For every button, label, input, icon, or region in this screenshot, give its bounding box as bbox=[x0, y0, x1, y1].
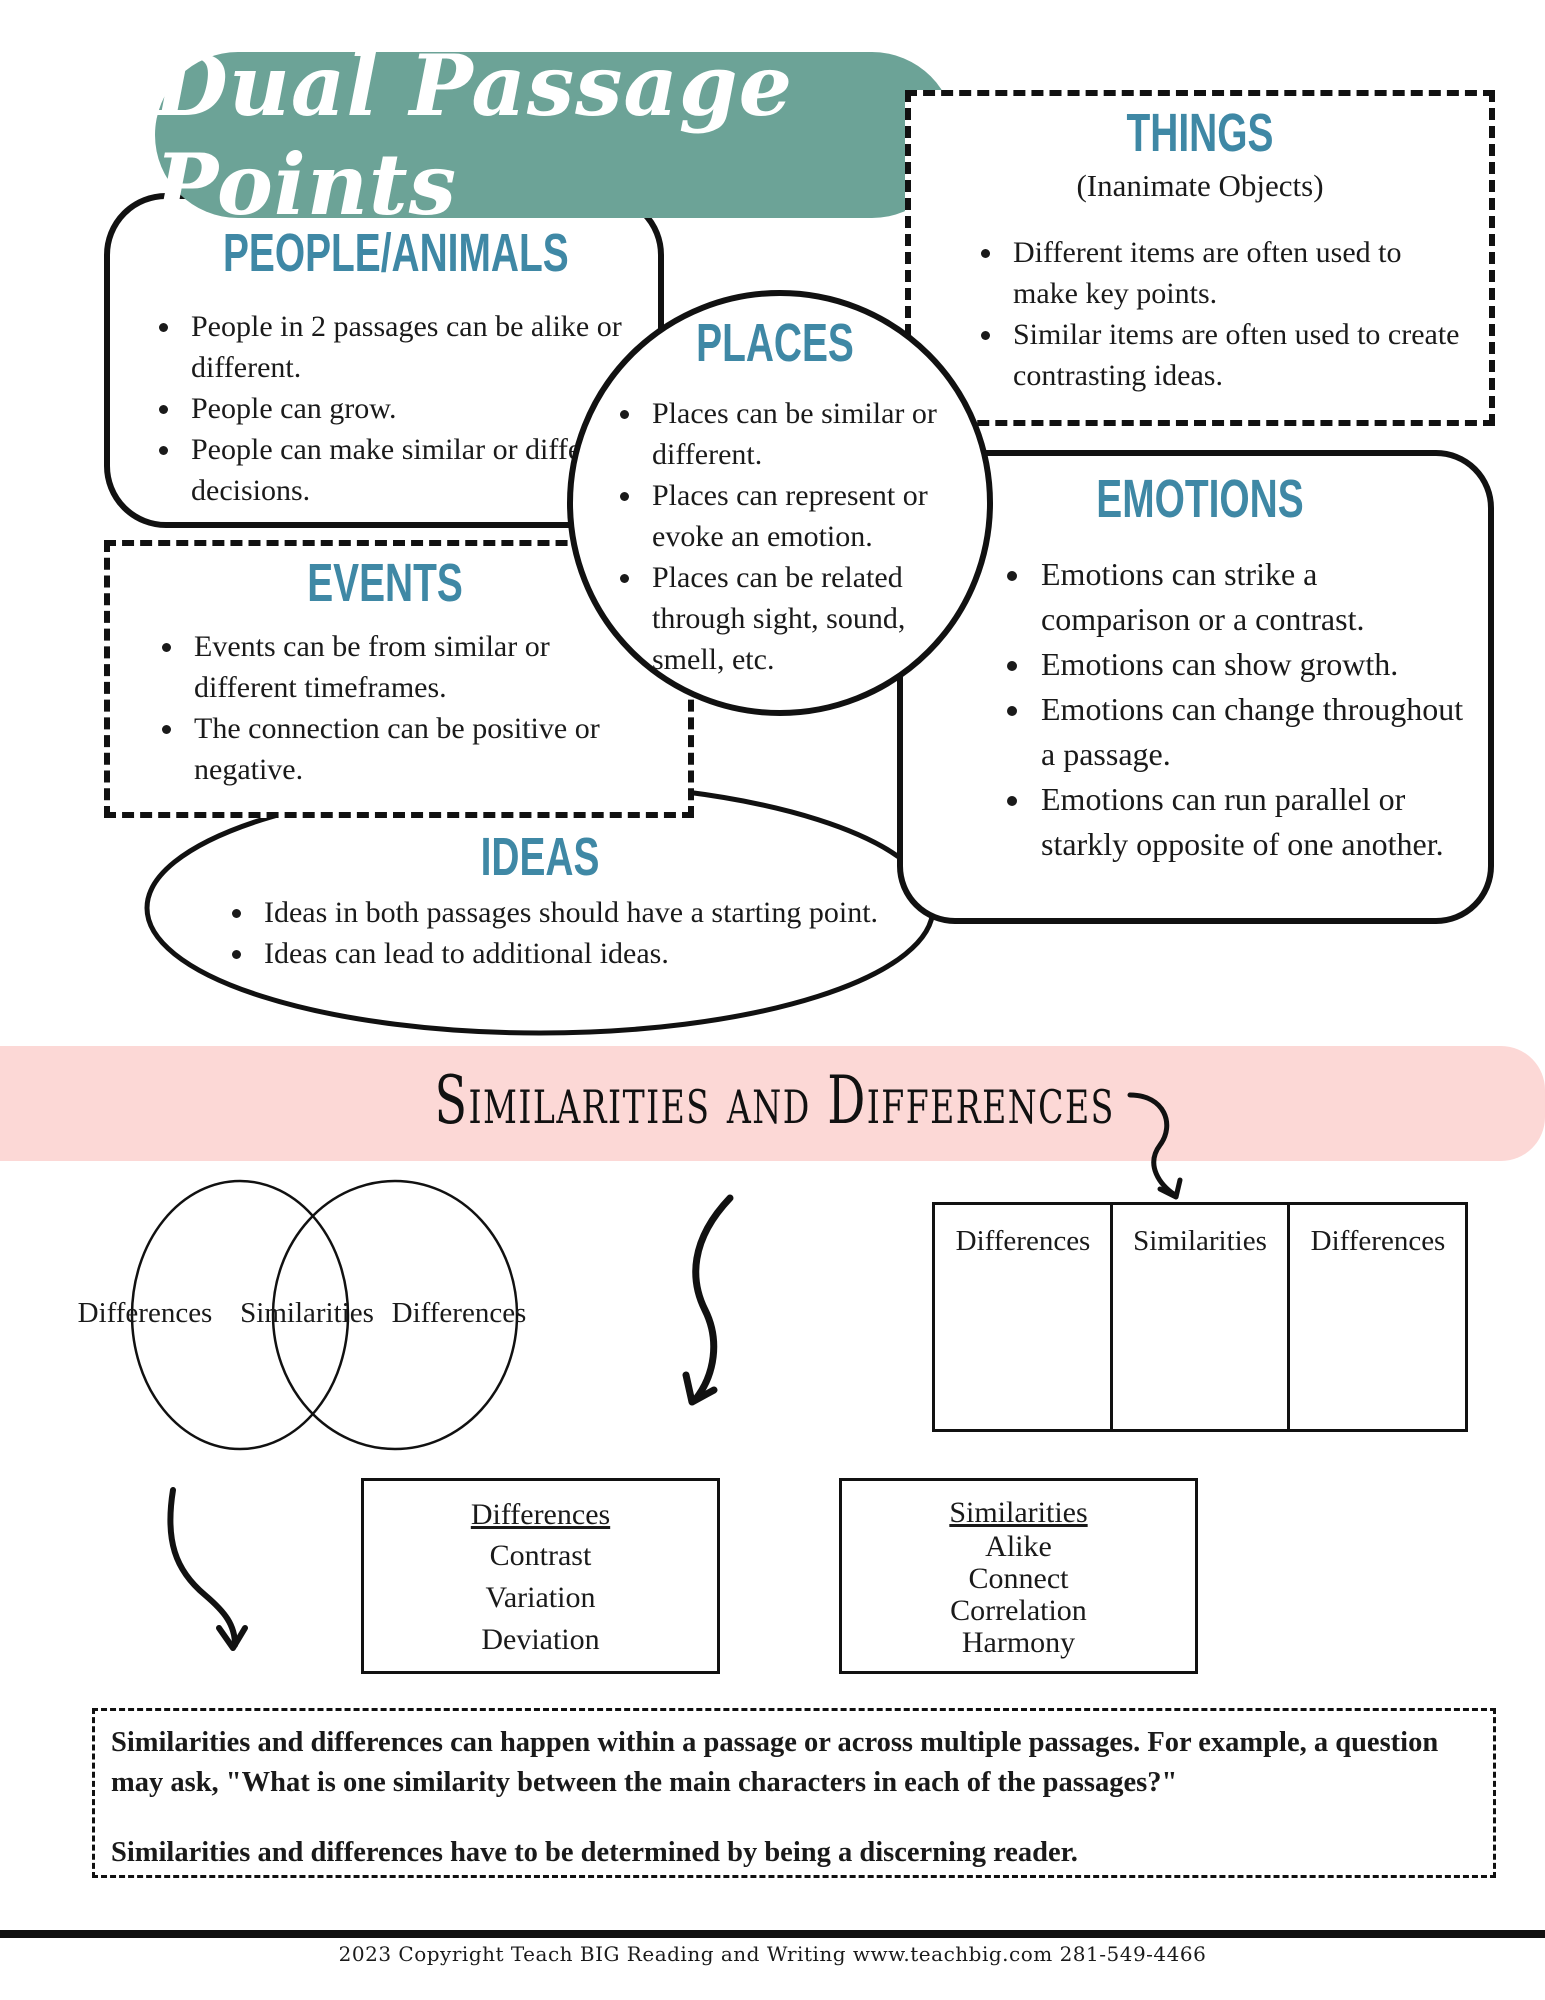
differences-word: Contrast bbox=[489, 1539, 592, 1572]
list-item: Emotions can strike a comparison or a co… bbox=[1033, 552, 1465, 642]
similarities-word: Connect bbox=[968, 1562, 1069, 1595]
people-heading: PEOPLE/ANIMALS bbox=[223, 223, 569, 283]
things-heading: THINGS bbox=[1126, 103, 1274, 163]
emotions-points: Emotions can strike a comparison or a co… bbox=[995, 552, 1465, 867]
note-box: Similarities and differences can happen … bbox=[92, 1708, 1496, 1878]
title-banner: Dual Passage Points bbox=[155, 36, 955, 234]
differences-title: Differences bbox=[470, 1498, 611, 1531]
things-subheading: (Inanimate Objects) bbox=[1076, 168, 1324, 203]
ideas-heading: IDEAS bbox=[480, 827, 600, 887]
places-circle bbox=[567, 290, 993, 716]
list-item: Emotions can change throughout a passage… bbox=[1033, 687, 1465, 777]
list-item: Ideas can lead to additional ideas. bbox=[256, 933, 918, 974]
list-item: Ideas in both passages should have a sta… bbox=[256, 892, 918, 933]
venn-middle-label: Similarities bbox=[240, 1297, 374, 1329]
list-item: People can grow. bbox=[183, 388, 645, 429]
venn-right-label: Differences bbox=[391, 1297, 527, 1329]
differences-box: Differences Contrast Variation Deviation bbox=[361, 1478, 720, 1674]
venn-diagram bbox=[130, 1179, 519, 1451]
section-title: Similarities and Differences bbox=[434, 1062, 1115, 1139]
column-middle-label: Similarities bbox=[1133, 1225, 1267, 1257]
events-points: Events can be from similar or different … bbox=[148, 626, 648, 790]
similarities-title: Similarities bbox=[949, 1496, 1088, 1529]
list-item: Different items are often used to make k… bbox=[1005, 232, 1467, 314]
column-left bbox=[935, 1205, 1113, 1429]
venn-left-label: Differences bbox=[77, 1297, 213, 1329]
places-heading: PLACES bbox=[696, 313, 854, 373]
places-points: Places can be similar or different. Plac… bbox=[618, 393, 948, 680]
ideas-points: Ideas in both passages should have a sta… bbox=[218, 892, 918, 974]
column-left-label: Differences bbox=[955, 1225, 1091, 1257]
note-paragraph: Similarities and differences can happen … bbox=[111, 1727, 1439, 1798]
list-item: Places can be similar or different. bbox=[644, 393, 948, 475]
footer-text: 2023 Copyright Teach BIG Reading and Wri… bbox=[338, 1942, 1207, 1966]
curved-arrow-icon bbox=[167, 1487, 248, 1651]
list-item: People in 2 passages can be alike or dif… bbox=[183, 306, 645, 388]
emotions-box bbox=[897, 450, 1494, 924]
list-item: Events can be from similar or different … bbox=[186, 626, 648, 708]
similarities-box: Similarities Alike Connect Correlation H… bbox=[839, 1478, 1198, 1674]
list-item: People can make similar or different dec… bbox=[183, 429, 645, 511]
page-title: Dual Passage Points bbox=[155, 36, 794, 234]
curved-arrow-icon bbox=[1127, 1092, 1183, 1200]
things-points: Different items are often used to make k… bbox=[967, 232, 1467, 396]
emotions-heading: EMOTIONS bbox=[1096, 469, 1304, 529]
differences-word: Deviation bbox=[481, 1623, 600, 1656]
people-points: People in 2 passages can be alike or dif… bbox=[145, 306, 645, 511]
column-middle bbox=[1113, 1205, 1291, 1429]
note-paragraph: Similarities and differences have to be … bbox=[111, 1837, 1078, 1868]
footer-rule bbox=[0, 1930, 1545, 1938]
list-item: Emotions can show growth. bbox=[1033, 642, 1465, 687]
list-item: Similar items are often used to create c… bbox=[1005, 314, 1467, 396]
list-item: Places can be related through sight, sou… bbox=[644, 557, 948, 680]
list-item: Places can represent or evoke an emotion… bbox=[644, 475, 948, 557]
similarities-word: Harmony bbox=[961, 1626, 1076, 1659]
list-item: Emotions can run parallel or starkly opp… bbox=[1033, 777, 1465, 867]
things-box bbox=[905, 90, 1495, 426]
curved-arrow-icon bbox=[682, 1194, 734, 1406]
events-heading: EVENTS bbox=[307, 553, 463, 613]
section-band bbox=[0, 1046, 1545, 1161]
differences-word: Variation bbox=[485, 1581, 596, 1614]
comparison-columns bbox=[932, 1202, 1468, 1432]
similarities-word: Correlation bbox=[950, 1594, 1087, 1627]
similarities-word: Alike bbox=[985, 1530, 1052, 1563]
column-right-label: Differences bbox=[1310, 1225, 1446, 1257]
list-item: The connection can be positive or negati… bbox=[186, 708, 648, 790]
